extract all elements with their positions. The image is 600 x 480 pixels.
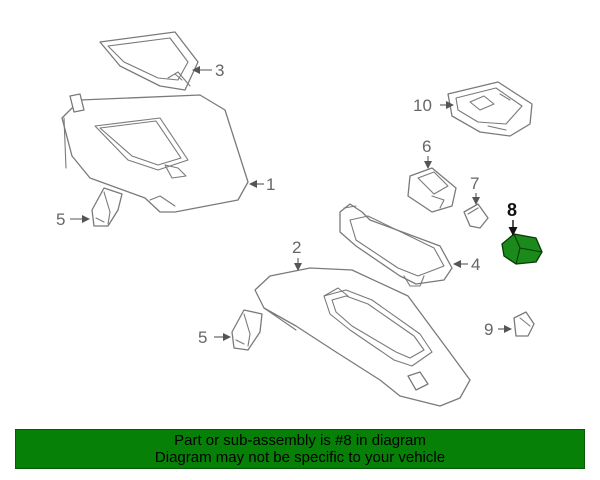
callout-5-upper: 5	[56, 210, 65, 229]
callout-3: 3	[215, 61, 224, 80]
banner-line-disclaimer: Diagram may not be specific to your vehi…	[154, 449, 446, 466]
callout-8: 8	[507, 200, 517, 220]
exploded-parts-diagram: 3 1 5 2 4 5 10 6 7 8 9	[56, 31, 543, 407]
part-5-clip-upper	[91, 187, 123, 227]
part-10-overhead-light-housing	[447, 81, 533, 137]
part-3-vanity-mirror	[99, 31, 199, 91]
banner-line-part-number: Part or sub-assembly is #8 in diagram	[174, 432, 426, 449]
callout-9: 9	[484, 320, 493, 339]
part-1-sun-visor-upper	[61, 93, 249, 213]
callout-1: 1	[266, 175, 275, 194]
part-notice-banner: Part or sub-assembly is #8 in diagram Di…	[15, 429, 585, 469]
callout-4: 4	[471, 255, 480, 274]
callout-6: 6	[422, 137, 431, 156]
part-2-sun-visor-lower	[254, 267, 471, 407]
part-8-highlighted	[501, 233, 543, 265]
part-5-clip-lower	[231, 309, 263, 351]
callout-10: 10	[413, 96, 432, 115]
callout-7: 7	[470, 174, 479, 193]
part-6-lamp-housing	[407, 167, 457, 213]
callout-2: 2	[292, 238, 301, 257]
part-4-vanity-mirror	[339, 203, 453, 287]
part-9-clip	[513, 311, 535, 337]
callout-5-lower: 5	[198, 328, 207, 347]
part-7-bulb	[463, 203, 489, 229]
